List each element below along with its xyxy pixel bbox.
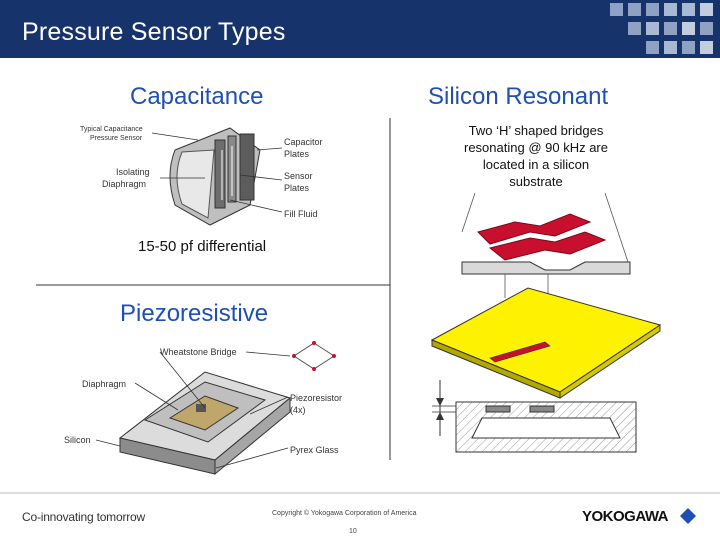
piezoresistive-chip-drawing	[96, 341, 336, 474]
silicon-resonant-drawing	[432, 193, 660, 452]
yokogawa-diamond-icon	[680, 508, 696, 524]
capacitance-sensor-drawing	[152, 128, 282, 225]
